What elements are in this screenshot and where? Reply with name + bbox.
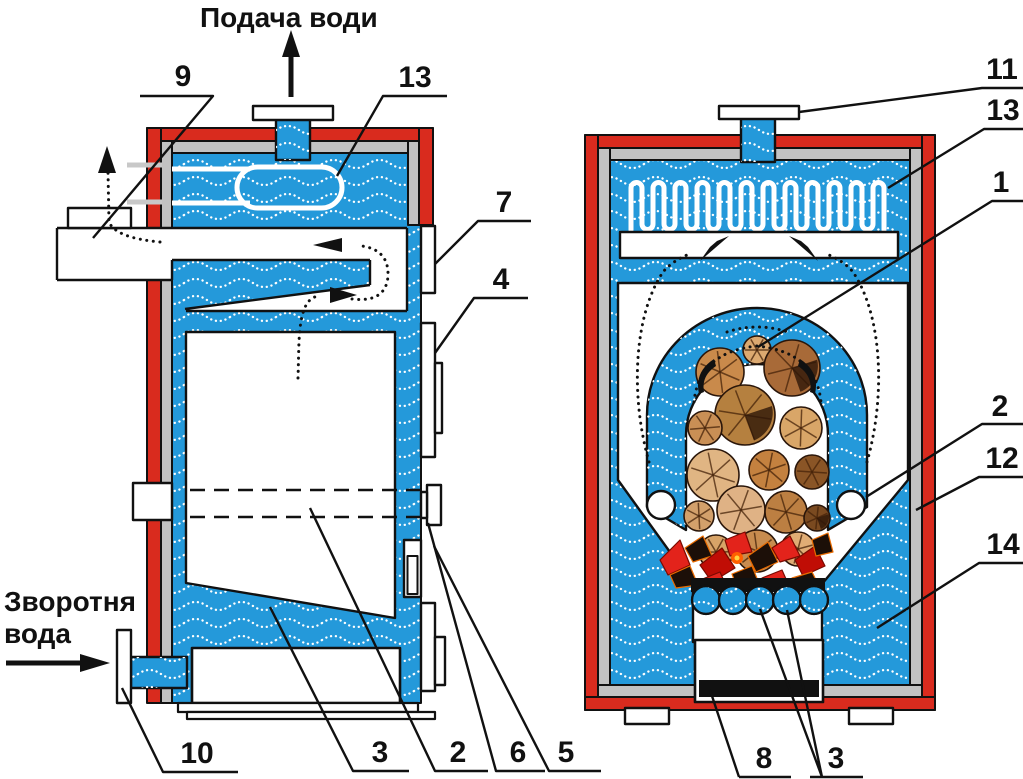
callout-right-8: 8	[755, 742, 773, 775]
right-feet	[623, 706, 895, 726]
return-arrow-icon	[6, 654, 110, 672]
lower-door	[419, 601, 437, 693]
right-steel-shell	[584, 134, 936, 711]
left-boiler-section	[6, 30, 601, 774]
callout-left-7: 7	[495, 186, 513, 219]
supply-water-label: Подача води	[200, 2, 378, 33]
callout-left-2: 2	[449, 736, 467, 769]
callout-left-10: 10	[180, 737, 214, 770]
left-callout-lines	[92, 94, 601, 774]
right-boiler-section	[584, 86, 1023, 779]
ash-pan	[693, 638, 825, 704]
return-water-label: Зворотня вода	[4, 586, 136, 650]
air-nozzle-right	[835, 489, 867, 521]
callout-right-11: 11	[986, 53, 1018, 86]
hidden-air-tubes	[190, 488, 421, 519]
left-base	[176, 701, 437, 721]
supply-arrow-icon	[282, 30, 300, 97]
callout-left-6: 6	[509, 736, 527, 769]
right-flow-arrowheads	[698, 236, 818, 394]
side-stub	[131, 481, 174, 522]
callout-right-1: 1	[992, 166, 1010, 199]
left-coil	[127, 162, 345, 211]
gas-flow-dots	[106, 170, 390, 380]
return-inlet-pipe	[115, 628, 189, 705]
callout-right-14: 14	[986, 528, 1020, 561]
grate-tubes	[690, 584, 830, 616]
callout-left-3: 3	[371, 736, 389, 769]
door-hardware	[402, 224, 447, 693]
callout-right-3: 3	[827, 742, 845, 775]
middle-door	[419, 321, 437, 459]
callout-left-4: 4	[492, 263, 510, 296]
right-supply-pipe	[717, 104, 801, 164]
air-nozzle-left	[645, 489, 677, 521]
gas-flow-arrowheads	[98, 146, 357, 303]
wood-logs	[683, 335, 831, 573]
callout-right-13: 13	[986, 94, 1020, 127]
callout-left-13: 13	[398, 61, 432, 94]
supply-pipe	[251, 104, 335, 162]
left-firebox	[184, 330, 397, 620]
callout-left-9: 9	[174, 60, 192, 93]
flue-gas-channel	[55, 206, 409, 313]
callout-right-2: 2	[991, 390, 1009, 423]
callout-right-12: 12	[985, 442, 1019, 475]
gas-collection-channel	[618, 230, 900, 260]
right-callout-lines	[708, 86, 1023, 779]
upper-door	[419, 224, 437, 295]
coil-serpentine	[628, 180, 887, 233]
callout-left-5: 5	[557, 736, 575, 769]
damper-knob	[425, 483, 443, 527]
